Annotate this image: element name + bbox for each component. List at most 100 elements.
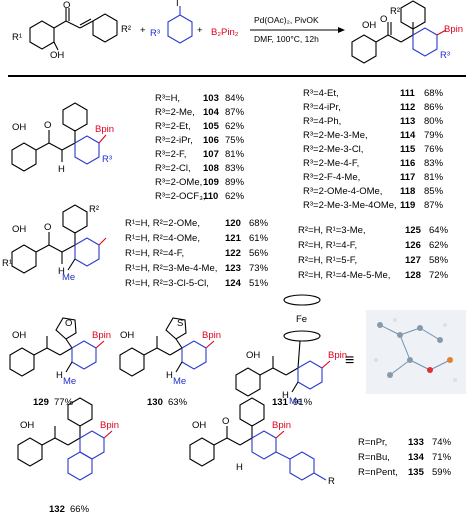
b4-133-Bpin: Bpin bbox=[272, 420, 291, 431]
b1c2-yield-1: 86% bbox=[424, 102, 444, 113]
b1-OH: OH bbox=[12, 122, 26, 133]
b1c2-yield-6: 81% bbox=[424, 172, 444, 183]
block1-col2: R³=4-Et, 111 68% R³=4-iPr, 112 86% R³=4-… bbox=[303, 88, 444, 211]
b2c2-yield-2: 58% bbox=[429, 255, 449, 266]
b2c2-sub-3: R²=H, R¹=4-Me-5-Me, bbox=[298, 270, 390, 281]
b1c2-yield-2: 80% bbox=[424, 116, 444, 127]
label-R2: R² bbox=[121, 24, 131, 35]
b1c1-yield-7: 62% bbox=[225, 191, 245, 202]
b1c2-id-4: 115 bbox=[400, 144, 416, 155]
b2-R2: R² bbox=[89, 204, 99, 215]
b2c1-id-0: 120 bbox=[225, 218, 241, 229]
equivalence-sign: ≡ bbox=[345, 352, 354, 369]
b1c2-yield-8: 87% bbox=[424, 200, 444, 211]
conditions-label: DMF, 100°C, 12h bbox=[254, 34, 319, 44]
b1c2-id-0: 111 bbox=[400, 88, 416, 99]
b1c2-id-1: 112 bbox=[400, 102, 415, 113]
reaction-scheme: O R¹ R² OH + I R³ + B₂Pin₂ Pd(OAc)₂, Piv… bbox=[12, 0, 463, 64]
b1c1-sub-5: R³=2-Cl, bbox=[155, 163, 191, 174]
b3-131-Bpin: Bpin bbox=[328, 350, 347, 361]
b2c1-yield-0: 68% bbox=[249, 218, 269, 229]
label-OH: OH bbox=[50, 50, 64, 61]
b1c2-yield-4: 76% bbox=[424, 144, 444, 155]
b1c1-yield-1: 87% bbox=[225, 107, 245, 118]
b4-id-0: 132 bbox=[49, 504, 65, 515]
product-phenol-ring bbox=[351, 34, 377, 64]
b1c1-sub-6: R³=2-OMe, bbox=[155, 177, 202, 188]
b1-R3: R³ bbox=[102, 154, 112, 165]
b3-id-0: 129 bbox=[33, 397, 49, 408]
block1-structure: OH O H Bpin R³ bbox=[11, 102, 114, 175]
b4-sub-0: R=nPr, bbox=[358, 437, 387, 448]
block1-col1: R³=H, 103 84% R³=2-Me, 104 87% R³=2-Et, … bbox=[155, 93, 245, 202]
b2-H: H bbox=[58, 266, 65, 277]
b4-id-134: 134 bbox=[408, 452, 425, 463]
b2c2-id-0: 125 bbox=[405, 225, 422, 236]
b3-129-Bpin: Bpin bbox=[92, 330, 111, 341]
label-B2Pin2: B₂Pin₂ bbox=[211, 27, 239, 38]
b3-131-Me: Me bbox=[289, 396, 302, 407]
b3-130-S: S bbox=[177, 318, 183, 329]
b1-Bpin: Bpin bbox=[95, 124, 114, 135]
b1c2-yield-7: 85% bbox=[424, 186, 444, 197]
b2c1-yield-1: 61% bbox=[249, 233, 269, 244]
b1c1-yield-6: 89% bbox=[225, 177, 245, 188]
b1c2-sub-2: R³=4-Ph, bbox=[303, 116, 341, 127]
b3-129-O: O bbox=[65, 318, 72, 329]
b3-131-H: H bbox=[282, 390, 289, 401]
b3-130-OH: OH bbox=[120, 330, 134, 341]
b1c2-id-5: 116 bbox=[400, 158, 415, 169]
b1c1-id-0: 103 bbox=[203, 93, 219, 104]
block4-table: R=nPr, 133 74% R=nBu, 134 71% R=nPent, 1… bbox=[358, 437, 452, 478]
b1c2-id-2: 113 bbox=[400, 116, 415, 127]
b3-129-Me: Me bbox=[63, 376, 76, 387]
block2-structure: R² OH O R¹ H Me bbox=[2, 204, 107, 283]
b1c1-id-7: 110 bbox=[203, 191, 218, 202]
b3-130-Bpin: Bpin bbox=[202, 330, 221, 341]
b1c1-yield-4: 81% bbox=[225, 149, 245, 160]
b1c2-sub-0: R³=4-Et, bbox=[303, 88, 339, 99]
b4-sub-1: R=nBu, bbox=[358, 452, 390, 463]
b1c1-yield-3: 75% bbox=[225, 135, 245, 146]
aryl-iodide-ring bbox=[167, 14, 193, 44]
b3-131-Fe: Fe bbox=[296, 314, 307, 325]
b3-yield-2: 91% bbox=[293, 397, 313, 408]
plus-1: + bbox=[140, 25, 146, 36]
block2-col1: R¹=H, R²=2-OMe, 120 68% R¹=H, R²=4-OMe, … bbox=[125, 218, 269, 289]
b4-yield-135: 59% bbox=[432, 467, 452, 478]
b1-O: O bbox=[44, 120, 51, 131]
b4-132-Bpin: Bpin bbox=[100, 420, 119, 431]
b1c2-yield-0: 68% bbox=[424, 88, 444, 99]
b2c2-yield-0: 64% bbox=[429, 225, 449, 236]
b3-129-OH: OH bbox=[12, 330, 26, 341]
b1c2-sub-5: R³=2-Me-4-F, bbox=[303, 158, 359, 169]
label-R1: R¹ bbox=[12, 32, 22, 43]
b4-yield-133: 74% bbox=[432, 437, 452, 448]
b2c1-sub-4: R¹=H, R²=3-Cl-5-Cl, bbox=[125, 278, 209, 289]
b4-133-R: R bbox=[328, 476, 335, 487]
b1c2-sub-8: R³=2-Me-3-Me-4OMe, bbox=[303, 200, 397, 211]
b2c1-yield-4: 51% bbox=[249, 278, 269, 289]
b4-id-133: 133 bbox=[408, 437, 424, 448]
b3-id-2: 131 bbox=[272, 397, 289, 408]
b4-133-OH: OH bbox=[192, 420, 206, 431]
b1c2-yield-3: 79% bbox=[424, 130, 444, 141]
label-I: I bbox=[176, 0, 179, 9]
product-O: O bbox=[380, 14, 387, 25]
b1c2-id-7: 118 bbox=[400, 186, 415, 197]
b2c1-id-1: 121 bbox=[225, 233, 242, 244]
b1c1-id-4: 107 bbox=[203, 149, 219, 160]
b2c2-yield-1: 62% bbox=[429, 240, 449, 251]
b2-OH: OH bbox=[12, 224, 26, 235]
b1c1-yield-2: 62% bbox=[225, 121, 245, 132]
plus-2: + bbox=[197, 25, 203, 36]
b2c2-id-1: 126 bbox=[405, 240, 421, 251]
b3-131-OH: OH bbox=[246, 350, 260, 361]
b1c2-sub-7: R³=2-OMe-4-OMe, bbox=[303, 186, 382, 197]
b1c1-id-5: 108 bbox=[203, 163, 219, 174]
b2c1-yield-2: 56% bbox=[249, 248, 269, 259]
block4-structures: OH Bpin 132 66% OH O Bpin H R bbox=[17, 397, 335, 515]
b3-129-H: H bbox=[56, 370, 63, 381]
b1c1-sub-4: R³=2-F, bbox=[155, 149, 186, 160]
b1c2-sub-3: R³=2-Me-3-Me, bbox=[303, 130, 368, 141]
